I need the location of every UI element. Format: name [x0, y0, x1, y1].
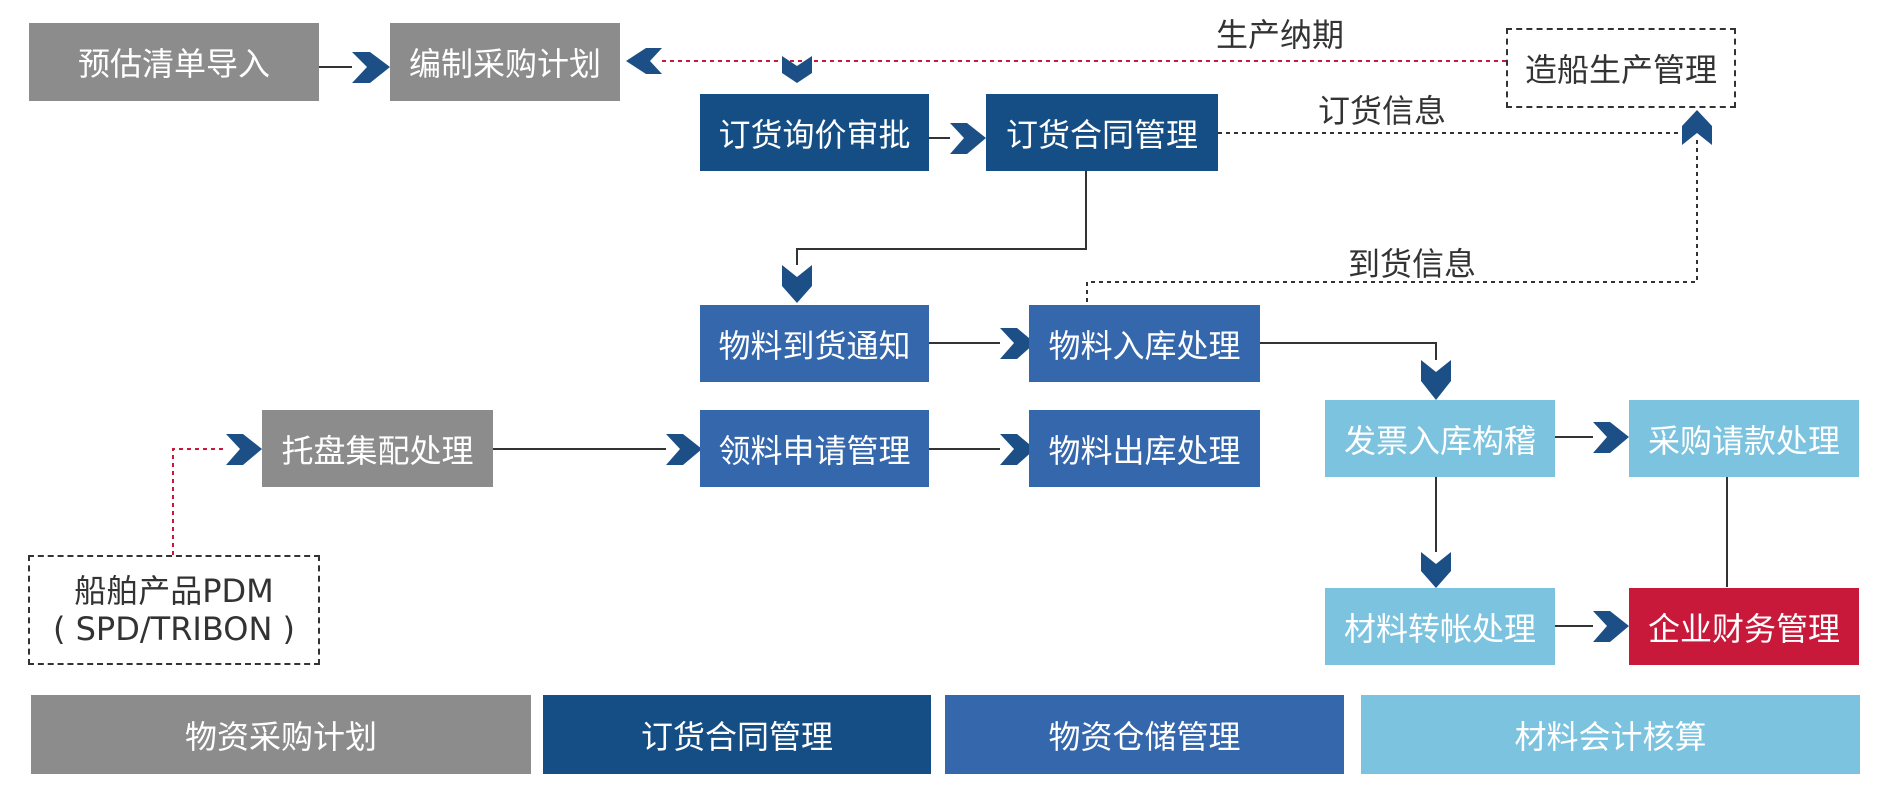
arrowhead-to-shipbuilding-order-info: [1682, 110, 1712, 145]
node-finance: 企业财务管理: [1629, 588, 1859, 665]
arrowhead-to-payment: [1593, 422, 1629, 453]
node-compile-plan: 编制采购计划: [390, 23, 620, 101]
legend-warehouse: 物资仓储管理: [945, 695, 1344, 774]
arrowhead-to-order-approval: [782, 56, 812, 83]
dotted-pdm-link-line: [172, 448, 226, 555]
dotted-arrival-info-line: [1086, 140, 1698, 302]
node-ship-pdm: 船舶产品PDM ( SPD/TRIBON ): [28, 555, 320, 665]
node-pallet: 托盘集配处理: [262, 410, 493, 487]
connector-contract-to-arrival: [796, 170, 1087, 265]
node-payment: 采购请款处理: [1629, 400, 1859, 477]
node-transfer: 材料转帐处理: [1325, 588, 1555, 665]
arrowhead-to-transfer: [1421, 552, 1451, 588]
connector-inbound-to-invoice: [1260, 342, 1437, 360]
node-order-approval: 订货询价审批: [700, 94, 929, 171]
node-order-contract: 订货合同管理: [986, 94, 1218, 171]
arrowhead-to-compile-plan: [352, 52, 390, 83]
arrowhead-to-outbound: [1000, 434, 1035, 465]
node-arrival-notice: 物料到货通知: [700, 305, 929, 382]
arrowhead-to-requisition: [666, 434, 702, 465]
label-order-info: 订货信息: [1318, 92, 1447, 130]
arrowhead-to-arrival-notice: [782, 265, 812, 303]
arrowhead-production-date: [626, 48, 662, 74]
pdm-title: 船舶产品PDM: [74, 572, 274, 610]
node-inbound: 物料入库处理: [1029, 305, 1260, 382]
node-estimate-import: 预估清单导入: [29, 23, 319, 101]
node-invoice: 发票入库构稽: [1325, 400, 1555, 477]
arrowhead-to-finance: [1593, 611, 1629, 642]
pdm-subtitle: ( SPD/TRIBON ): [52, 610, 296, 648]
legend-purchase-plan: 物资采购计划: [31, 695, 531, 774]
legend-order-contract: 订货合同管理: [543, 695, 931, 774]
node-shipbuilding-mgmt: 造船生产管理: [1506, 28, 1736, 108]
arrowhead-to-order-contract: [950, 123, 986, 154]
arrowhead-to-invoice: [1421, 360, 1451, 400]
node-requisition: 领料申请管理: [700, 410, 929, 487]
arrowhead-to-pallet: [226, 434, 262, 465]
node-outbound: 物料出库处理: [1029, 410, 1260, 487]
label-arrival-info: 到货信息: [1348, 245, 1477, 283]
legend-accounting: 材料会计核算: [1361, 695, 1860, 774]
label-production-date: 生产纳期: [1216, 16, 1345, 54]
arrowhead-to-inbound: [1000, 328, 1035, 359]
